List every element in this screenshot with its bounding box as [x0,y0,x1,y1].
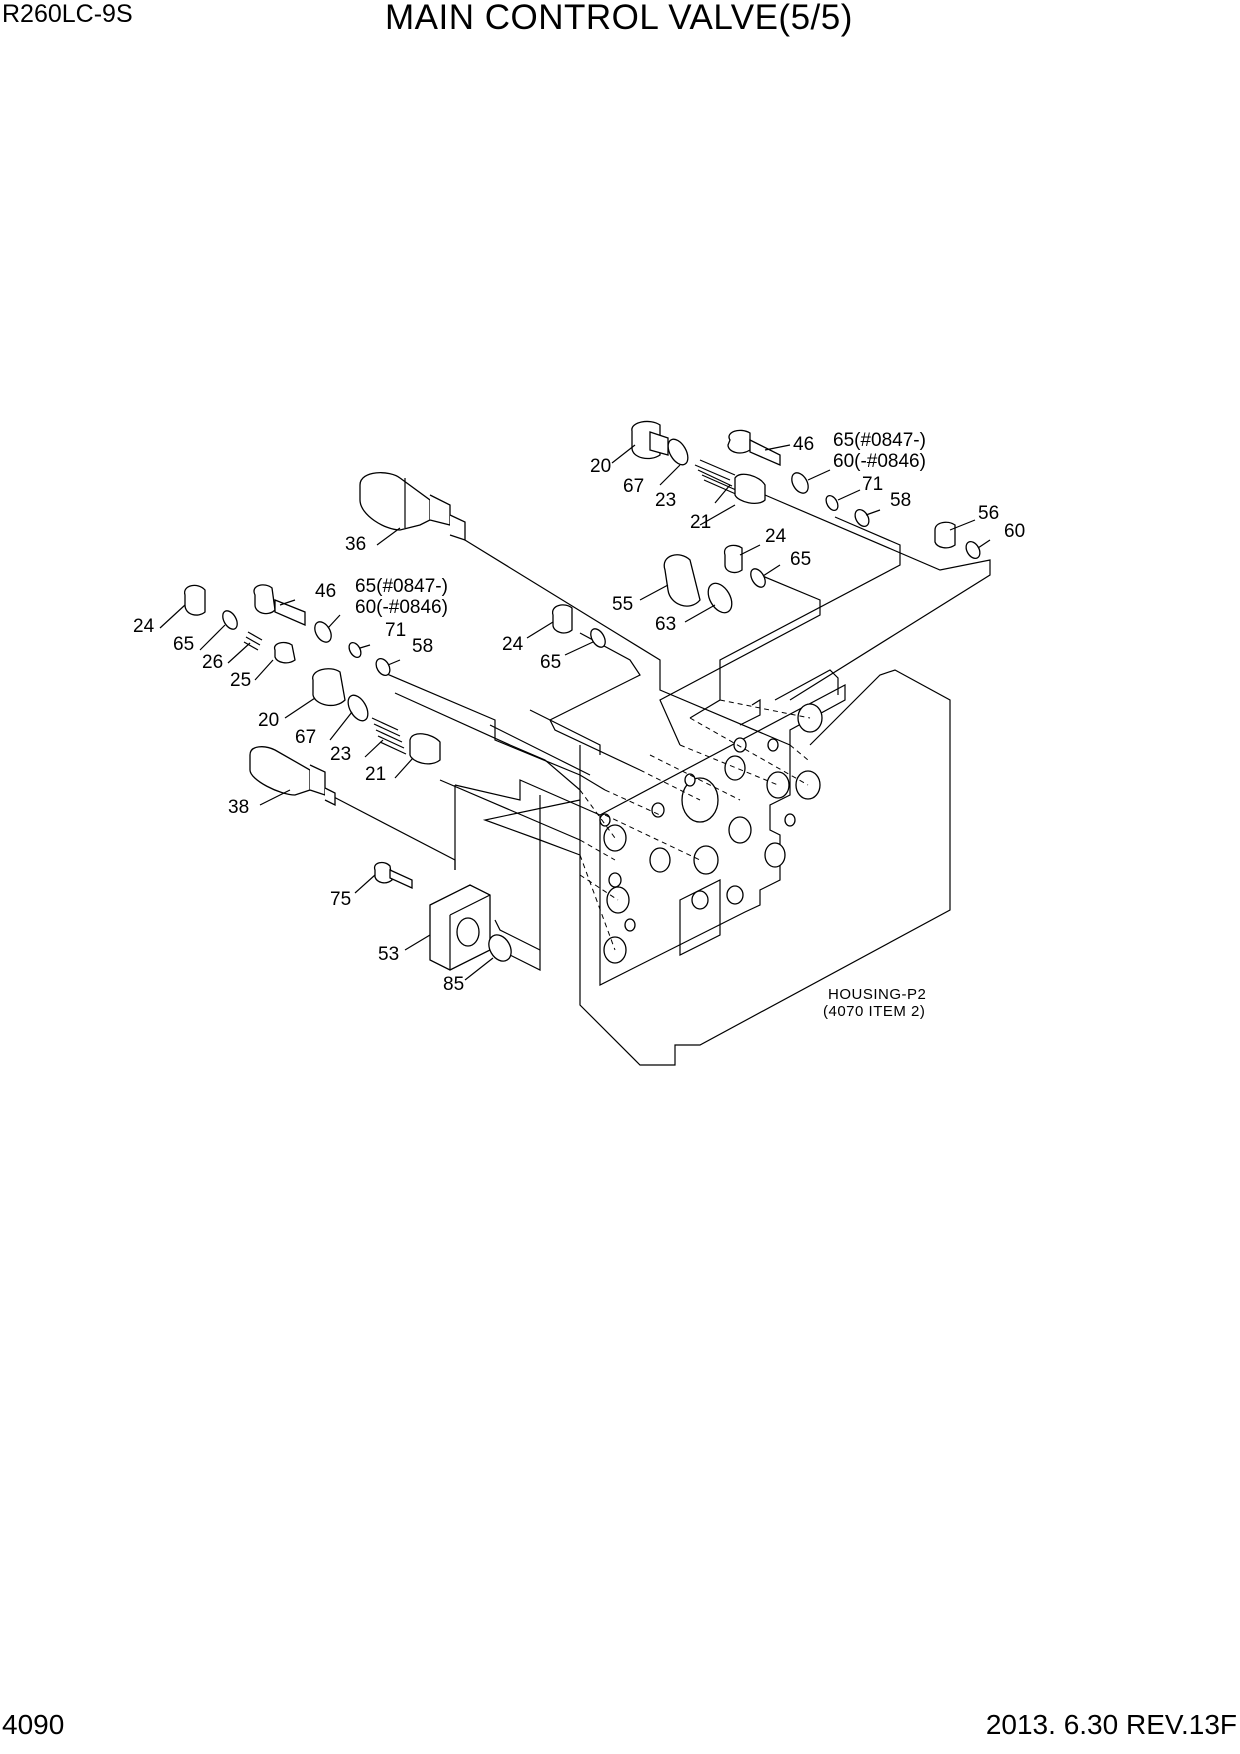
plunger-46-top [727,429,751,454]
o-ring-67-top [667,438,689,466]
callout-85: 85 [443,974,464,995]
housing-label-line1: HOUSING-P2 [828,986,926,1003]
callout-58-left: 58 [412,636,433,657]
ring-71-top [825,494,839,512]
plug-56 [934,521,956,549]
o-ring-67-left [347,694,369,722]
callout-24-mid: 24 [765,526,787,547]
port-hole [649,847,671,873]
callout-65-left: 65 [173,634,194,655]
port-hole [766,771,790,799]
callout-65-serial-top: 65(#0847-) [833,430,926,451]
hidden-lines [579,699,811,951]
callout-labels: 20 67 23 21 46 65(#0847-) 60(-#0846) 71 … [133,430,1025,995]
callout-26: 26 [202,652,223,673]
ring-65-mid [750,568,766,588]
callout-leaders [159,444,991,981]
page-number: 4090 [2,1709,65,1740]
o-ring-63 [707,582,733,614]
flange-bore [456,917,480,947]
ring-58-left [375,657,391,677]
ring-71-left [348,641,362,659]
sensor-36 [359,472,466,541]
o-ring-65-left [314,621,332,643]
port-hole [733,737,747,753]
port-hole [603,824,627,852]
callout-60-serial-left: 60(-#0846) [355,597,448,618]
callout-20-top: 20 [590,456,611,477]
plug-24-center [552,604,573,634]
callout-46-top: 46 [793,434,814,455]
plug-24-left [184,584,206,616]
callout-23-top: 23 [655,490,676,511]
page-title: MAIN CONTROL VALVE(5/5) [385,0,853,37]
port-hole [684,773,696,787]
plunger-46-left [253,584,276,615]
callout-24-center: 24 [502,634,524,655]
callout-58-top: 58 [890,490,911,511]
callout-36: 36 [345,534,366,555]
spool-group-top [631,420,981,560]
plug-55 [663,554,701,607]
callout-67-left: 67 [295,727,316,748]
callout-63: 63 [655,614,676,635]
housing-p2 [579,669,951,1066]
spool-group-left [184,584,441,765]
port-hole [599,813,611,827]
port-hole [784,813,796,827]
o-ring-65-top [791,472,809,494]
assembly-lines [329,494,991,971]
housing-label-line2: (4070 ITEM 2) [823,1003,925,1020]
o-ring-85 [488,934,512,962]
ring-65-left [222,610,238,630]
port-hole [726,885,744,905]
port-hole [693,845,719,875]
model-number: R260LC-9S [2,0,133,28]
spring-seat-21-left [409,733,441,765]
plug-20-left [312,668,346,707]
ring-60-right [965,540,981,560]
callout-46-left: 46 [315,581,336,602]
callout-60-serial-top: 60(-#0846) [833,451,926,472]
port-hole [651,802,665,818]
port-hole [728,816,752,844]
port-hole [691,890,709,910]
port-hole [767,738,779,752]
port-hole [724,755,746,781]
callout-21-top: 21 [690,512,711,533]
callout-75: 75 [330,889,351,910]
revision-date: 2013. 6.30 REV.13F [985,1709,1237,1740]
spool-25 [273,641,296,664]
callout-67-top: 67 [623,476,644,497]
spring-seat-21-top [734,473,766,504]
callout-56: 56 [978,503,999,524]
sensor-38 [249,746,336,807]
bolt-75 [373,861,393,884]
callout-60-right: 60 [1004,521,1025,542]
callout-38: 38 [228,797,249,818]
port-hole [608,872,622,888]
callout-23-left: 23 [330,744,351,765]
callout-25: 25 [230,670,251,691]
callout-65-mid: 65 [790,549,811,570]
callout-65-center: 65 [540,652,561,673]
callout-21-left: 21 [365,764,386,785]
callout-65-serial-left: 65(#0847-) [355,576,448,597]
port-hole [624,918,636,932]
callout-20-left: 20 [258,710,279,731]
plug-24-mid [723,544,743,574]
port-hole [764,842,786,868]
ring-65-center [590,628,606,648]
callout-71-top: 71 [862,474,883,495]
flange-group [373,861,512,971]
callout-71-left: 71 [385,620,406,641]
callout-55: 55 [612,594,633,615]
callout-24-left: 24 [133,616,155,637]
callout-53: 53 [378,944,399,965]
